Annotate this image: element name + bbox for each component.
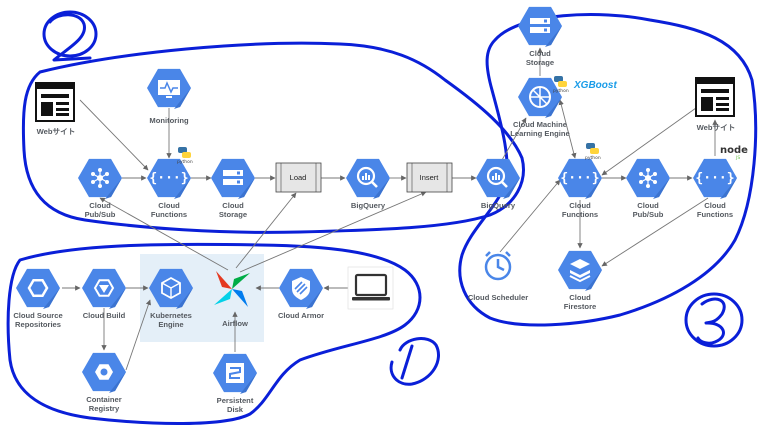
nodejs-logo: node JS <box>720 145 748 161</box>
website-icon <box>35 82 75 122</box>
node-label: BigQuery <box>481 201 516 210</box>
cloud-build-icon <box>82 268 126 309</box>
monitoring-icon <box>147 68 191 109</box>
ml-engine-icon <box>518 77 562 118</box>
functions-icon: {···} <box>147 158 191 199</box>
python-icon: python <box>585 143 601 161</box>
functions-icon: {···} <box>693 158 737 199</box>
storage-icon <box>518 6 562 47</box>
svg-text:{···}: {···} <box>695 171 734 186</box>
python-logos: python python python <box>177 76 601 165</box>
insert-box: Insert <box>406 162 453 193</box>
airflow-node: Airflow <box>214 271 250 328</box>
airflow-icon <box>214 271 250 307</box>
insert-label: Insert <box>420 173 440 182</box>
storage-icon <box>211 158 255 199</box>
cloud-armor-icon <box>279 268 323 309</box>
load-label: Load <box>290 173 307 182</box>
svg-text:python: python <box>553 88 569 94</box>
bigquery-left-node: BigQuery <box>346 158 390 210</box>
group-1-outline <box>6 242 422 426</box>
connections <box>62 47 718 371</box>
node-label: Airflow <box>222 319 248 328</box>
group-2-outline <box>21 41 525 234</box>
node-label: Cloud Scheduler <box>468 293 528 302</box>
node-label: Webサイト <box>37 127 76 136</box>
monitoring-node: Monitoring <box>147 68 191 125</box>
number-3-mark <box>696 297 726 345</box>
bigquery-icon <box>476 158 520 199</box>
web-right-node: Webサイト <box>695 77 736 132</box>
xgboost-logo: XGBoost <box>573 80 617 91</box>
node-label: Cloud Build <box>83 311 126 320</box>
number-3-circle <box>684 292 744 348</box>
cloud-build-node: Cloud Build <box>82 268 126 320</box>
python-icon: python <box>177 147 193 165</box>
persistent-disk-icon <box>213 353 257 394</box>
bigquery-icon <box>346 158 390 199</box>
load-box: Load <box>275 162 322 193</box>
number-1-mark <box>400 344 414 380</box>
nodejs-js-mark: JS <box>735 155 740 161</box>
kubernetes-engine-icon <box>149 268 193 309</box>
nodejs-wordmark: node <box>720 145 748 156</box>
hand-drawn-outlines <box>6 10 758 426</box>
svg-text:{···}: {···} <box>149 171 188 186</box>
node-label: Cloud Armor <box>278 311 324 320</box>
scheduler-icon <box>484 251 512 281</box>
bigquery-right-node: BigQuery <box>476 158 520 210</box>
laptop-icon <box>352 273 390 301</box>
python-icon: python <box>553 76 569 94</box>
source-repositories-icon <box>16 268 60 309</box>
cloud-armor-node: Cloud Armor <box>278 268 324 320</box>
svg-text:python: python <box>177 159 193 165</box>
number-2-circle <box>42 10 98 58</box>
number-2-mark <box>48 13 92 62</box>
firestore-icon <box>558 250 602 291</box>
functions-icon: {···} <box>558 158 602 199</box>
node-label: Webサイト <box>697 123 736 132</box>
node-label: BigQuery <box>351 201 386 210</box>
node-label: Monitoring <box>149 116 189 125</box>
website-icon <box>695 77 735 117</box>
svg-text:{···}: {···} <box>560 171 599 186</box>
pubsub-icon <box>626 158 670 199</box>
pubsub-icon <box>78 158 122 199</box>
laptop-node <box>347 266 394 310</box>
web-left-node: Webサイト <box>35 82 76 136</box>
container-registry-icon <box>82 352 126 393</box>
number-1-circle <box>389 337 440 386</box>
scheduler-node: Cloud Scheduler <box>468 251 528 302</box>
svg-text:python: python <box>585 155 601 161</box>
